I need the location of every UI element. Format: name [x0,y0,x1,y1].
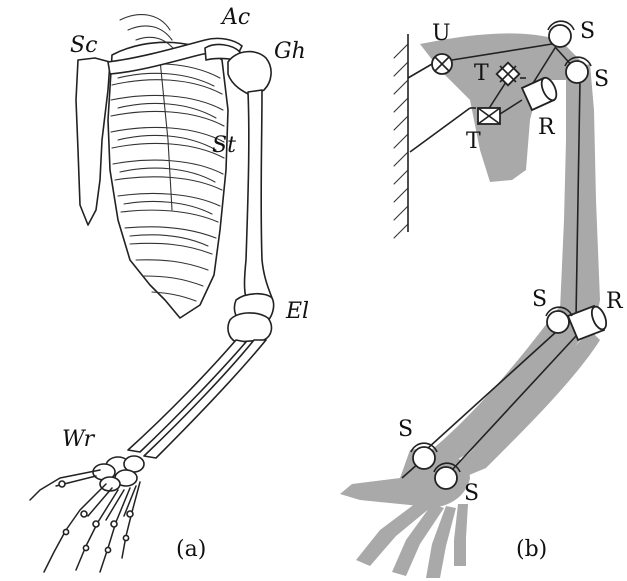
label-s-wrist-1: S [398,417,413,442]
elbow-joint [228,313,271,342]
label-sc: Sc [70,33,97,58]
label-wr: Wr [62,427,96,452]
label-s-elbow: S [532,287,547,312]
label-s-shoulder: S [594,67,609,92]
label-u: U [432,21,451,46]
label-ac: Ac [220,5,250,30]
scapula-outline [76,58,110,225]
translational-joint-t1 [497,63,520,86]
ulna [128,340,246,452]
panel-b-kinematic-model: U T T R R S S S S S (b) [340,19,624,578]
panel-a-skeleton: Sc Ac Gh St El Wr (a) [30,5,309,572]
humerus-head [228,52,271,96]
spherical-joint-wrist-1 [411,443,437,469]
universal-joint-u [432,54,452,74]
radius [144,340,266,458]
label-r-elbow: R [606,289,624,314]
label-gh: Gh [274,39,306,64]
label-t2: T [466,129,481,154]
spherical-joint-clavicle [548,21,574,47]
label-t1: T [474,61,489,86]
humerus [245,90,273,300]
label-r-shoulder: R [538,115,556,140]
caption-a: (a) [176,537,206,562]
label-s-clavicle: S [580,19,595,44]
ground-wall [394,34,408,238]
label-el: El [285,299,309,324]
caption-b: (b) [516,537,547,562]
label-s-wrist-2: S [464,481,479,506]
translational-joint-t2 [478,108,500,124]
label-st: St [212,133,236,158]
